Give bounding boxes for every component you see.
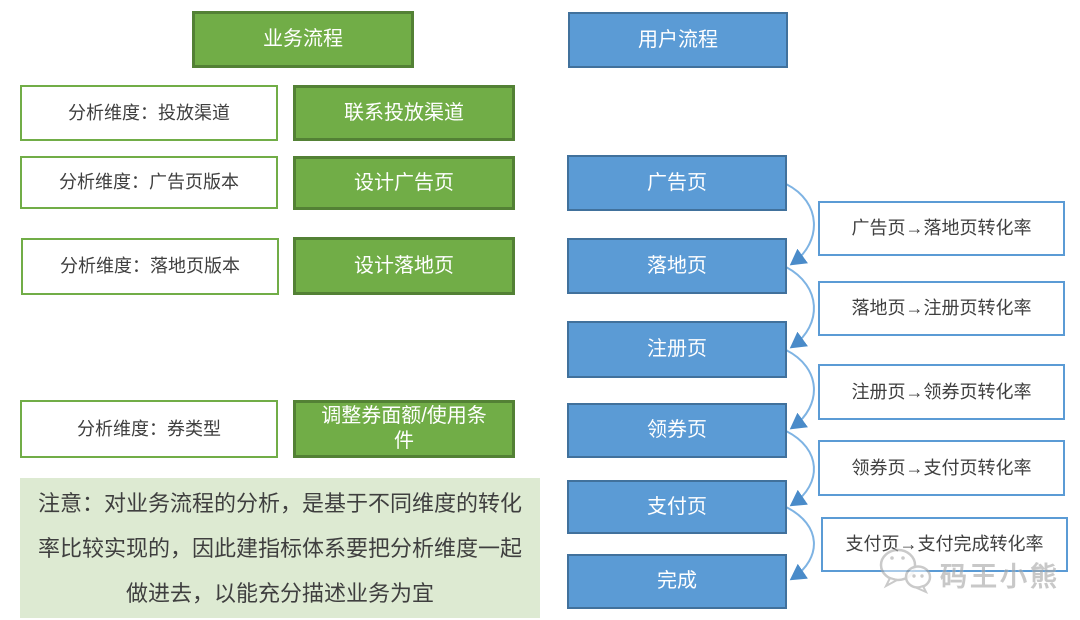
flow-arrow-payment-to-complete [785, 506, 815, 581]
watermark: 码王小熊 [876, 544, 1076, 604]
note-box: 注意：对业务流程的分析，是基于不同维度的转化率比较实现的，因此建指标体系要把分析… [20, 478, 540, 618]
conversion-ad-to-landing: 广告页→落地页转化率 [818, 201, 1065, 256]
conversion-payment-to-complete: 支付页→支付完成转化率 [821, 517, 1068, 572]
conversion-coupon-to-payment: 领券页→支付页转化率 [818, 440, 1065, 496]
user-flow-step-coupon-page: 领券页 [567, 403, 787, 458]
flow-arrow-register-to-coupon [785, 349, 815, 430]
action-box-adjust-coupon: 调整券面额/使用条件 [293, 400, 515, 458]
user-flow-step-register-page: 注册页 [567, 321, 787, 378]
flow-arrow-ad-to-landing [785, 183, 815, 266]
dimension-box-landing-version: 分析维度：落地页版本 [21, 238, 279, 295]
action-box-design-ad-page: 设计广告页 [293, 156, 515, 210]
flow-arrow-coupon-to-payment [785, 430, 815, 507]
dimension-box-ad-version: 分析维度：广告页版本 [20, 156, 278, 209]
user-flow-step-ad-page: 广告页 [567, 155, 787, 211]
conversion-landing-to-register: 落地页→注册页转化率 [818, 281, 1065, 336]
watermark-text: 码王小熊 [940, 561, 1060, 592]
conversion-register-to-coupon: 注册页→领券页转化率 [818, 364, 1065, 420]
user-flow-step-complete: 完成 [567, 554, 787, 609]
action-box-contact-channel: 联系投放渠道 [293, 85, 515, 141]
flow-arrow-landing-to-register [785, 266, 815, 349]
business-flow-header: 业务流程 [192, 11, 414, 68]
user-flow-step-payment-page: 支付页 [567, 480, 787, 534]
user-flow-step-landing-page: 落地页 [567, 238, 787, 294]
dimension-box-coupon-type: 分析维度：券类型 [20, 400, 278, 458]
dimension-box-channel: 分析维度：投放渠道 [20, 85, 278, 141]
wechat-icon [876, 546, 934, 603]
action-box-design-landing-page: 设计落地页 [293, 237, 515, 295]
user-flow-header: 用户流程 [568, 12, 788, 68]
